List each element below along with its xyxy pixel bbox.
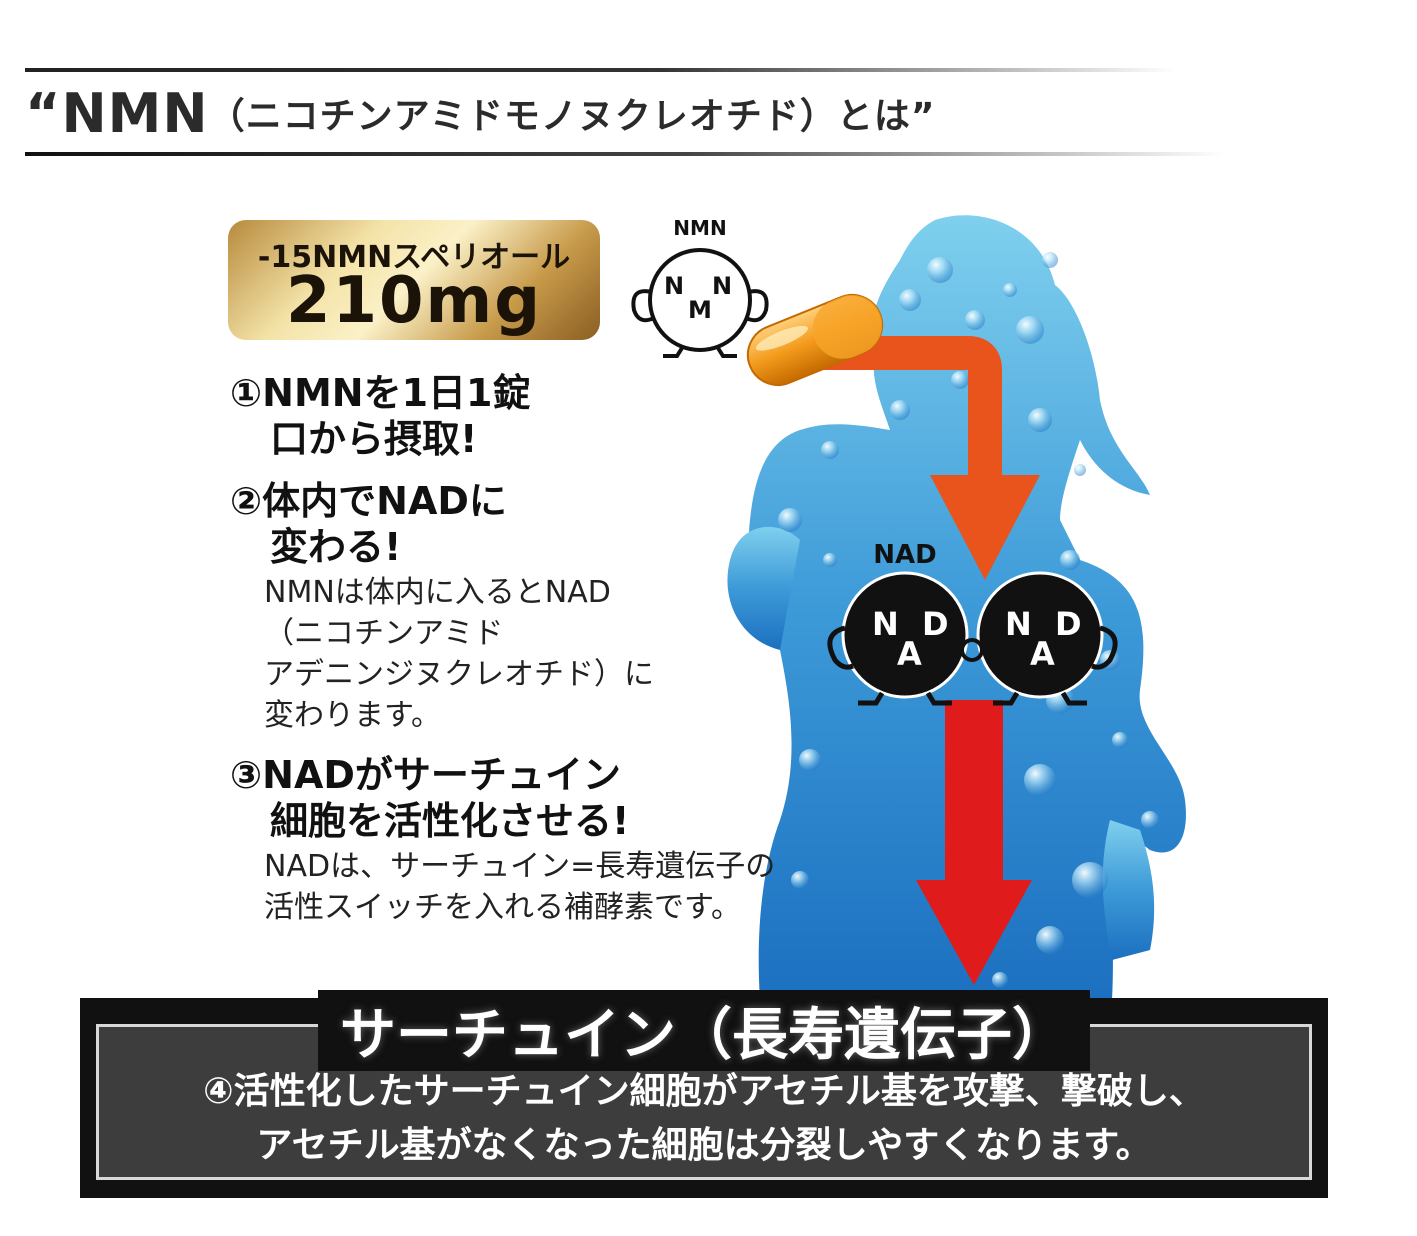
header-rule-bottom (25, 152, 1225, 156)
woman-silhouette (727, 215, 1186, 1000)
badge-amount: 210mg (285, 264, 543, 338)
step-2-line-1: ②体内でNADに (230, 479, 507, 523)
sirtuin-title-wrap: サーチュイン（長寿遺伝子） (80, 990, 1328, 1071)
step-2-line-2: 変わる! (270, 525, 402, 569)
step-3-line-2: 細胞を活性化させる! (270, 799, 630, 843)
nad-right-letter-1: N (1005, 605, 1032, 643)
step-2: ②体内でNADに 変わる! NMNは体内に入るとNAD （ニコチンアミド アデニ… (230, 478, 654, 736)
page-title-main: “NMN (25, 81, 209, 145)
step-3: ③NADがサーチュイン 細胞を活性化させる! NADは、サーチュイン=長寿遺伝子… (230, 752, 775, 928)
nmn-mascot-label: NMN (673, 216, 727, 240)
step-2-body-line: 変わります。 (264, 698, 441, 733)
nmn-mascot (631, 248, 769, 358)
sirtuin-title: サーチュイン（長寿遺伝子） (318, 990, 1090, 1071)
nad-left-letter-2: A (897, 635, 922, 673)
badge-product-name: -15NMNスペリオール (257, 240, 571, 275)
capsule-icon (746, 294, 884, 386)
sirtuin-text-line-2: アセチル基がなくなった細胞は分裂しやすくなります。 (256, 1125, 1152, 1166)
step-3-line-1: ③NADがサーチュイン (230, 753, 621, 797)
nad-right-letter-2: A (1030, 635, 1055, 673)
step-3-body-line: 活性スイッチを入れる補酵素です。 (264, 890, 741, 925)
red-arrow (916, 700, 1032, 985)
step-3-body: NADは、サーチュイン=長寿遺伝子の 活性スイッチを入れる補酵素です。 (230, 846, 775, 928)
step-1-line-1: ①NMNを1日1錠 (230, 371, 531, 415)
page-title-sub: （ニコチンアミドモノヌクレオチド）とは” (208, 96, 936, 137)
step-2-body-line: （ニコチンアミド (264, 616, 504, 651)
orange-arrow (820, 336, 1040, 580)
nmn-letter-3: N (712, 272, 733, 300)
nmn-letter-2: M (688, 296, 712, 324)
step-2-body: NMNは体内に入るとNAD （ニコチンアミド アデニンジヌクレオチド）に 変わり… (230, 572, 654, 736)
step-1-line-2: 口から摂取! (270, 417, 478, 461)
nad-left-letter-1: N (872, 605, 899, 643)
nad-mascot-right (976, 571, 1118, 706)
page-title: “NMN （ニコチンアミドモノヌクレオチド）とは” (25, 80, 1225, 146)
nad-mascot-left (827, 571, 969, 706)
step-1: ①NMNを1日1錠 口から摂取! (230, 370, 530, 462)
nad-right-letter-3: D (1055, 605, 1082, 643)
dosage-badge: -15NMNスペリオール 210mg (228, 220, 600, 340)
sirtuin-text-line-1: ④活性化したサーチュイン細胞がアセチル基を攻撃、撃破し、 (203, 1071, 1205, 1112)
step-2-body-line: アデニンジヌクレオチド）に (264, 657, 654, 692)
nmn-letter-1: N (664, 272, 685, 300)
step-2-body-line: NMNは体内に入るとNAD (264, 575, 611, 610)
nad-left-letter-3: D (922, 605, 949, 643)
nad-mascot-label: NAD (873, 540, 937, 570)
header-rule-top (25, 68, 1175, 72)
step-3-body-line: NADは、サーチュイン=長寿遺伝子の (264, 849, 776, 884)
